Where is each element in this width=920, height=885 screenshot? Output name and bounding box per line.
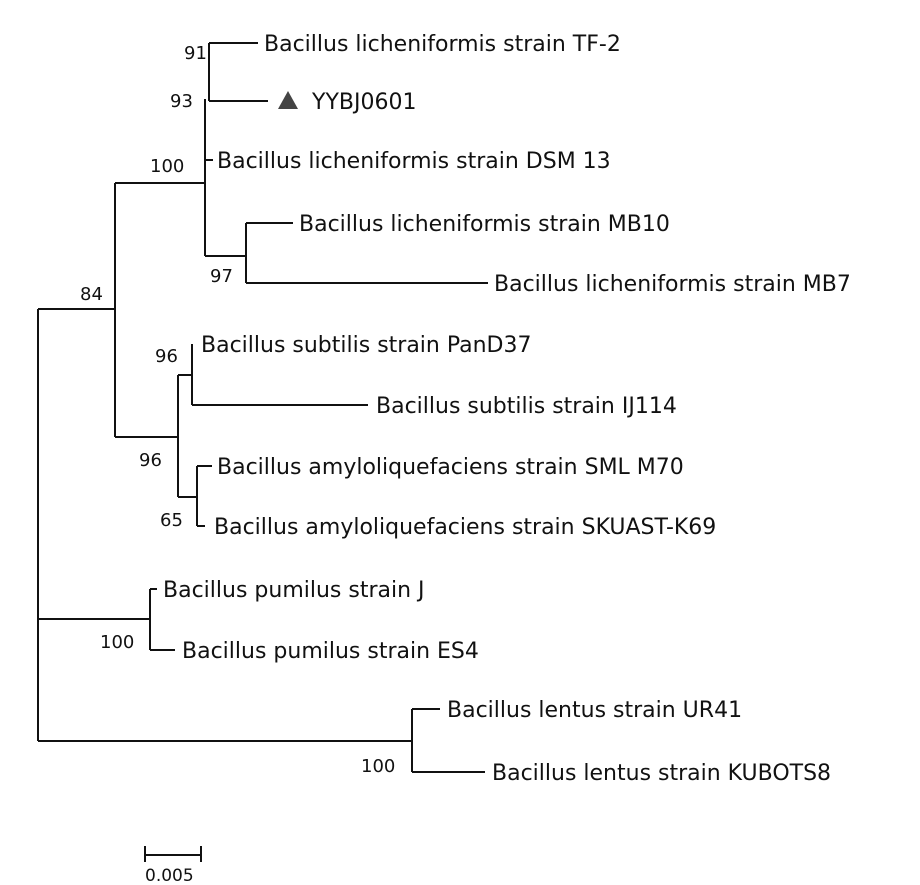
bootstrap-97: 97: [210, 266, 233, 287]
bootstrap-84: 84: [80, 284, 103, 305]
bootstrap-65: 65: [160, 510, 183, 531]
bootstrap-100-lentus: 100: [361, 756, 395, 777]
leaf-label-tf2: Bacillus licheniformis strain TF-2: [264, 32, 621, 57]
bootstrap-93: 93: [170, 91, 193, 112]
leaf-label-ur41: Bacillus lentus strain UR41: [447, 698, 742, 723]
leaf-label-pumilus-es4: Bacillus pumilus strain ES4: [182, 639, 479, 664]
bootstrap-100-pumilus: 100: [100, 632, 134, 653]
bootstrap-96-clade: 96: [139, 450, 162, 471]
bootstrap-96-subtilis: 96: [155, 346, 178, 367]
bootstrap-100-licheniformis: 100: [150, 156, 184, 177]
scale-bar: 0.005: [145, 846, 201, 885]
leaf-label-sml-m70: Bacillus amyloliquefaciens strain SML M7…: [217, 455, 684, 480]
leaf-label-mb10: Bacillus licheniformis strain MB10: [299, 212, 670, 237]
leaf-label-skuast-k69: Bacillus amyloliquefaciens strain SKUAST…: [214, 515, 716, 540]
leaf-label-kubots8: Bacillus lentus strain KUBOTS8: [492, 761, 831, 786]
scale-bar-label: 0.005: [145, 866, 194, 885]
leaf-label-yybj0601: YYBJ0601: [311, 90, 416, 115]
leaf-label-mb7: Bacillus licheniformis strain MB7: [494, 272, 851, 297]
leaf-label-pumilus-j: Bacillus pumilus strain J: [163, 578, 425, 603]
leaf-label-pand37: Bacillus subtilis strain PanD37: [201, 333, 532, 358]
triangle-icon: [278, 91, 298, 109]
bootstrap-91: 91: [184, 43, 207, 64]
leaf-label-dsm13: Bacillus licheniformis strain DSM 13: [217, 149, 611, 174]
leaf-label-ij114: Bacillus subtilis strain IJ114: [376, 394, 677, 419]
